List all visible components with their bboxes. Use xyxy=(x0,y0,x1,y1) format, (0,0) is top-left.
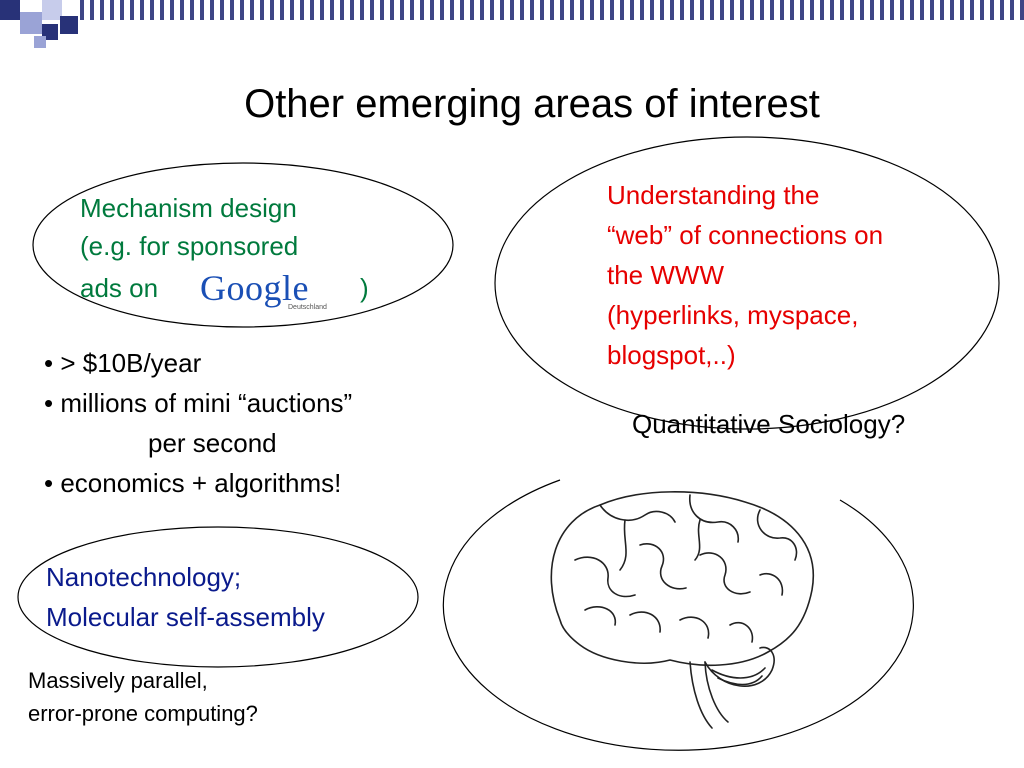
nano-ellipse xyxy=(17,526,419,668)
mechanism-line3-prefix: ads on xyxy=(80,273,159,303)
sociology-label: Quantitative Sociology? xyxy=(632,409,906,439)
bullet-revenue: • > $10B/year xyxy=(44,348,202,378)
brain-illustration xyxy=(550,491,815,729)
google-logo-text: Google xyxy=(200,268,309,308)
bullet-economics: • economics + algorithms! xyxy=(44,468,342,498)
web-line4: (hyperlinks, myspace, xyxy=(607,300,859,330)
mechanism-ellipse xyxy=(32,162,454,328)
header-stripe xyxy=(0,0,1024,20)
parallel-text: Massively parallel, error-prone computin… xyxy=(28,664,258,730)
bullet-auctions-cont: per second xyxy=(148,428,277,458)
parallel-line2: error-prone computing? xyxy=(28,701,258,726)
nano-text: Nanotechnology; Molecular self-assembly xyxy=(46,557,325,637)
corner-square-4 xyxy=(42,24,58,40)
brain-ellipse xyxy=(442,479,914,751)
corner-square-5 xyxy=(60,16,78,34)
bullet-list: • > $10B/year • millions of mini “auctio… xyxy=(44,343,352,503)
web-line5: blogspot,..) xyxy=(607,340,736,370)
google-logo: Google Deutschland xyxy=(200,268,330,316)
corner-square-6 xyxy=(34,36,46,48)
web-line1: Understanding the xyxy=(607,180,820,210)
corner-square-1 xyxy=(0,0,20,20)
web-line2: “web” of connections on xyxy=(607,220,884,250)
web-text: Understanding the “web” of connections o… xyxy=(607,175,883,375)
web-line3: the WWW xyxy=(607,260,724,290)
slide-title: Other emerging areas of interest xyxy=(244,82,820,126)
bullet-auctions: • millions of mini “auctions” xyxy=(44,388,353,418)
corner-square-3 xyxy=(42,0,62,20)
mechanism-line2: (e.g. for sponsored xyxy=(80,231,299,261)
nano-line1: Nanotechnology; xyxy=(46,562,242,592)
web-ellipse xyxy=(494,136,1000,430)
mechanism-line1: Mechanism design xyxy=(80,193,297,223)
mechanism-line3-suffix: ) xyxy=(360,273,369,303)
nano-line2: Molecular self-assembly xyxy=(46,602,325,632)
parallel-line1: Massively parallel, xyxy=(28,668,208,693)
google-logo-sub: Deutschland xyxy=(288,304,327,311)
corner-square-2 xyxy=(20,12,42,34)
